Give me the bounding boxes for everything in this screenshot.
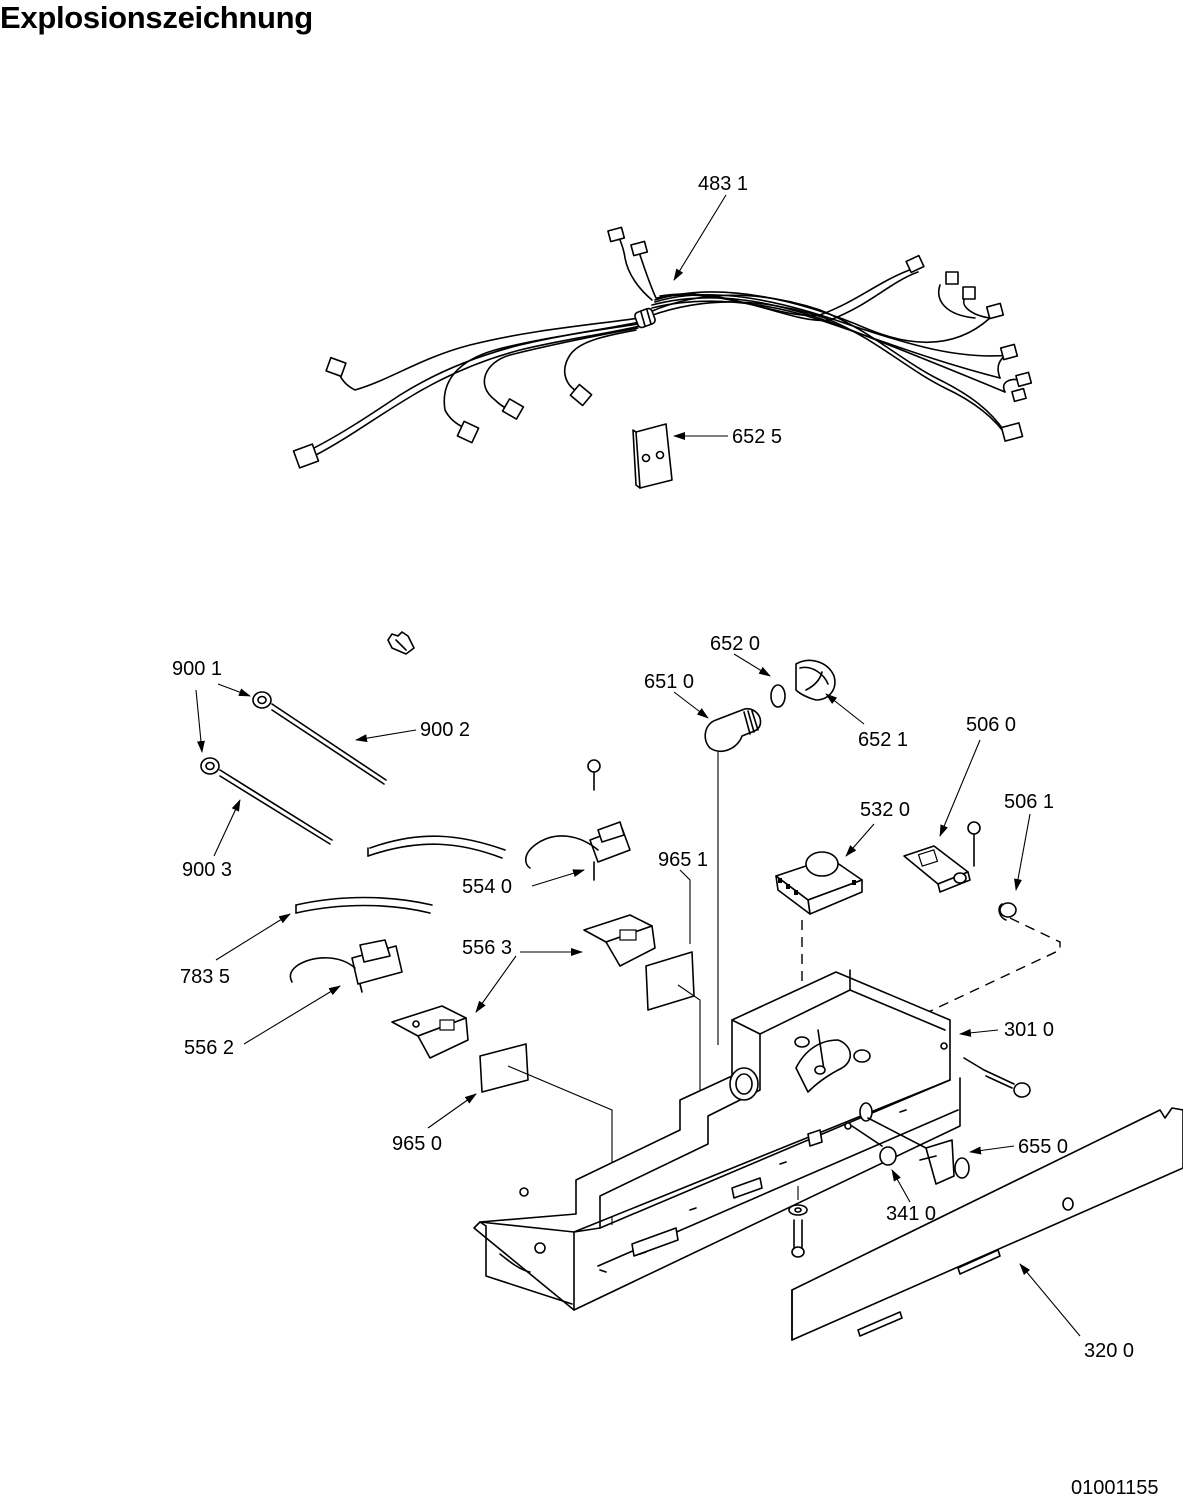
callout-label-651-0: 651 0: [644, 671, 694, 693]
callout-label-320-0: 320 0: [1084, 1340, 1134, 1362]
callout-label-341-0: 341 0: [886, 1203, 936, 1225]
callout-label-301-0: 301 0: [1004, 1019, 1054, 1041]
bottom-screw: [788, 1186, 808, 1258]
door-switch-part: [289, 939, 403, 993]
callout-label-506-1: 506 1: [1004, 791, 1054, 813]
callout-label-900-2: 900 2: [420, 719, 470, 741]
callout-leaders: [195, 194, 1081, 1337]
plate-part: [632, 423, 673, 489]
callout-label-554-0: 554 0: [462, 876, 512, 898]
callout-label-965-0: 965 0: [392, 1133, 442, 1155]
callout-label-556-2: 556 2: [184, 1037, 234, 1059]
callout-label-483-1: 483 1: [698, 173, 748, 195]
bracket-part-upper: [583, 914, 656, 967]
small-clip: [387, 631, 415, 655]
timer-part: [775, 851, 863, 1030]
callout-label-652-0: 652 0: [710, 633, 760, 655]
knob-and-switch: [851, 1117, 970, 1185]
callout-label-655-0: 655 0: [1018, 1136, 1068, 1158]
callout-labels: 483 1 652 5 900 1 900 2 900 3 783 5 556 …: [172, 173, 1134, 1362]
callout-label-532-0: 532 0: [860, 799, 910, 821]
callout-label-506-0: 506 0: [966, 714, 1016, 736]
switch-part: [524, 759, 631, 881]
callout-label-900-1: 900 1: [172, 658, 222, 680]
label-sticker-upper: [645, 951, 695, 1011]
screw-part: [963, 1057, 1031, 1098]
bracket-part-lower: [391, 1005, 469, 1059]
callout-label-556-3: 556 3: [462, 937, 512, 959]
callout-label-652-1: 652 1: [858, 729, 908, 751]
hoses: [295, 835, 506, 914]
rods-and-nuts: [200, 691, 387, 845]
page-title: Explosionszeichnung: [0, 0, 313, 35]
document-number: 01001155: [1071, 1477, 1159, 1499]
front-panel: [791, 1107, 1183, 1341]
control-housing: [473, 969, 961, 1311]
callout-label-652-5: 652 5: [732, 426, 782, 448]
lamp-assembly: [704, 659, 836, 1045]
label-sticker-lower: [479, 1043, 529, 1093]
callout-label-783-5: 783 5: [180, 966, 230, 988]
callout-label-965-1: 965 1: [658, 849, 708, 871]
thermostat-part: [889, 821, 1061, 1031]
callout-label-900-3: 900 3: [182, 859, 232, 881]
wiring-harness: [292, 226, 1033, 469]
